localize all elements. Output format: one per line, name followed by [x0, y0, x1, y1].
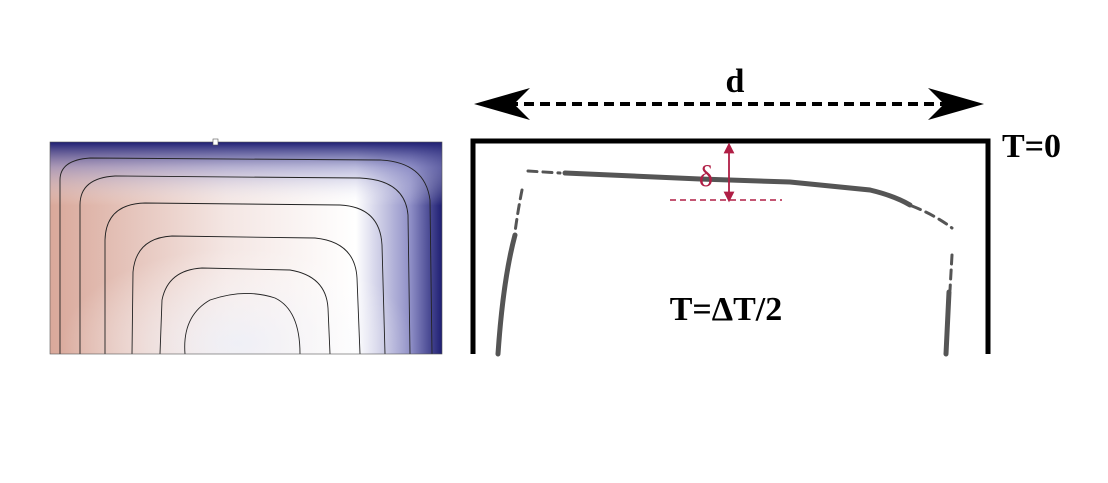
contour-line [79, 175, 411, 354]
temperature-field-frame [49, 141, 443, 355]
contour-line [159, 267, 331, 354]
container-frame [470, 138, 991, 354]
small-marker [212, 138, 219, 146]
width-arrow-right-head [928, 88, 984, 120]
width-label: d [726, 63, 745, 100]
boundary-temperature-label: T=0 [1002, 128, 1061, 165]
schematic-panel: d T=0 δ T=ΔT/2 [470, 63, 1061, 357]
boundary-layer-curve-right [943, 289, 952, 357]
temperature-field-core-shading [50, 142, 442, 354]
boundary-layer-curve-left-dashed [513, 188, 524, 234]
contour-line [184, 293, 301, 354]
temperature-field-panel [49, 138, 443, 355]
width-arrow-left-head [474, 88, 530, 120]
boundary-layer-curve-right-dashed [948, 253, 954, 292]
boundary-layer-curve-top-dashed-left [526, 169, 562, 175]
interior-temperature-label: T=ΔT/2 [670, 291, 783, 328]
contour-line [131, 235, 361, 354]
boundary-layer-thickness-label: δ [699, 160, 713, 193]
boundary-layer-curve-left [495, 232, 518, 357]
boundary-layer-curve-top-dashed-right [910, 204, 954, 230]
contour-line [104, 202, 386, 354]
boundary-layer-curve-top [562, 170, 913, 208]
contour-line [59, 157, 433, 354]
